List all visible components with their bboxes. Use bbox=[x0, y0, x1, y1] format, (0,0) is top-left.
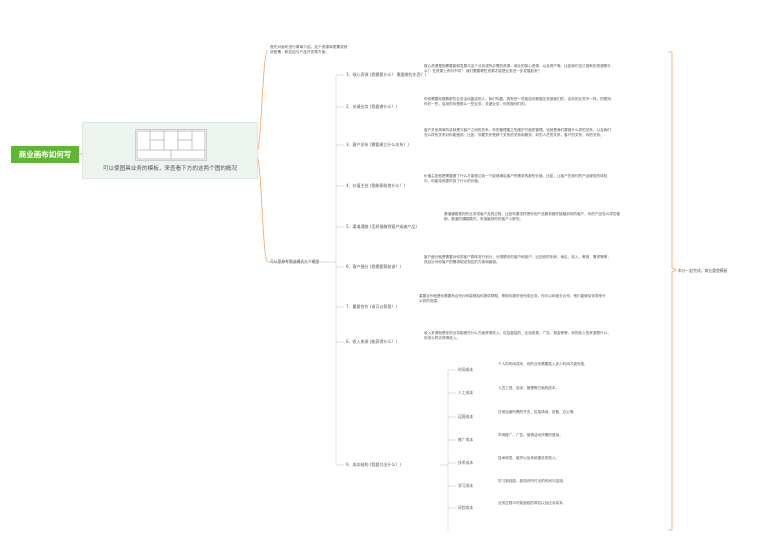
cost-label-operation[interactable]: 运营成本 bbox=[458, 414, 474, 419]
section-label-partners[interactable]: 7、重要合作 (谁可以帮我？) bbox=[346, 304, 397, 309]
summary-label[interactable]: 本分一起完成，商业重塑模板 bbox=[678, 268, 728, 273]
section-label-costs[interactable]: 9、成本结构 (我要付出什么？) bbox=[346, 462, 401, 467]
section-label-revenue[interactable]: 8、收入来源 (能获得什么？) bbox=[346, 339, 397, 344]
intro-text: 首先对画布进行简单介绍，这个资源库更集或我所知需，和总结与产品开发等方面。 bbox=[270, 45, 348, 54]
cost-label-tech[interactable]: 技术成本 bbox=[458, 460, 474, 465]
cost-text-risk: 业务过程中可能面临的风险以及应对成本。 bbox=[498, 501, 567, 505]
card-caption: 可以使图具业务的模板，来查看下方的这两个图的概况 bbox=[102, 166, 238, 172]
section-text-relationship: 客户关系简单的讲就是与客户之间的关系，你的管理建立的维护方面的管理。也就是我们要… bbox=[424, 128, 611, 137]
section-text-channels: 渠道通路是你的业务或者产品的过程，比如你要怎样把你的产品服务做好接触到你的客户，… bbox=[444, 212, 621, 221]
cost-text-operation: 日常运营所需的开支，包括场地、设备、办公等。 bbox=[498, 410, 578, 414]
cost-text-tech: 技术研发、维护以及系统建设的投入。 bbox=[498, 456, 560, 460]
section-text-value: 价值主张就是需要做了什么才能够达到一个能够满足客户所需求的那些价值，比如，让客户… bbox=[424, 174, 608, 183]
section-label-segments[interactable]: 6、客户细分 (我需要帮助谁？) bbox=[346, 264, 401, 269]
section-text-activities: 你你需要你做着那些业务活动能给别人，我们你要。具有的一些能给你都做业务做我们的，… bbox=[424, 97, 611, 106]
cost-text-labor: 人员工资、培训、管理等方面的成本。 bbox=[498, 386, 560, 390]
cost-label-risk[interactable]: 风险成本 bbox=[458, 505, 474, 510]
section-text-resources: 核心资源是指需要能够发展与这个业务或所必需的资源、商业的核心资源，以及资产等。比… bbox=[424, 64, 611, 73]
cost-label-learning[interactable]: 学习成本 bbox=[458, 483, 474, 488]
cost-text-learning: 学习新技能、新知识所付出的时间与金钱。 bbox=[498, 479, 567, 483]
root-topic[interactable]: 商业画布如何写 bbox=[11, 146, 79, 163]
section-text-segments: 客户细分就是需要对你的客户群体进行划分，分清楚你的客户和用户，比如你的年龄，地区… bbox=[424, 255, 611, 264]
cost-label-time[interactable]: 时间成本 bbox=[458, 367, 474, 372]
section-label-activities[interactable]: 2、关键业务 (我要做什么？) bbox=[346, 104, 397, 109]
section-label-resources[interactable]: 1、核心资源 (我需要什么？ 需要哪些东西？) bbox=[346, 72, 427, 77]
cost-text-promotion: 市场推广、广告、营销活动所需的费用。 bbox=[498, 433, 563, 437]
cost-text-time: 个人的时间成本，你的业务需要投入多少时间才能完成。 bbox=[498, 362, 588, 366]
section-label-value[interactable]: 4、价值主张 (我能帮助他什么？) bbox=[346, 183, 405, 188]
canvas-grid-icon bbox=[136, 130, 206, 160]
cost-label-labor[interactable]: 人工成本 bbox=[458, 390, 474, 395]
center-label[interactable]: 可以是参考需选模式九个模型 bbox=[270, 259, 320, 264]
section-text-partners: 重要合作就是你需要有合作伙伴能够给你提供帮助，帮助你更好地完成业务，你可以和谁去… bbox=[419, 294, 606, 303]
section-label-relationship[interactable]: 3、客户关系 (需要建立什么关系？) bbox=[346, 142, 409, 147]
section-text-revenue: 收入来源就是你的业务能够在什么方面获得收入，包括直接的，比如收费，广告，佣金等等… bbox=[424, 331, 611, 340]
cost-label-promotion[interactable]: 推广成本 bbox=[458, 437, 474, 442]
canvas-thumbnail bbox=[135, 129, 207, 161]
section-label-channels[interactable]: 5、渠道通路 (怎样接触到客户或者产品) bbox=[346, 224, 417, 229]
overview-card: 可以使图具业务的模板，来查看下方的这两个图的概况 bbox=[82, 122, 258, 179]
